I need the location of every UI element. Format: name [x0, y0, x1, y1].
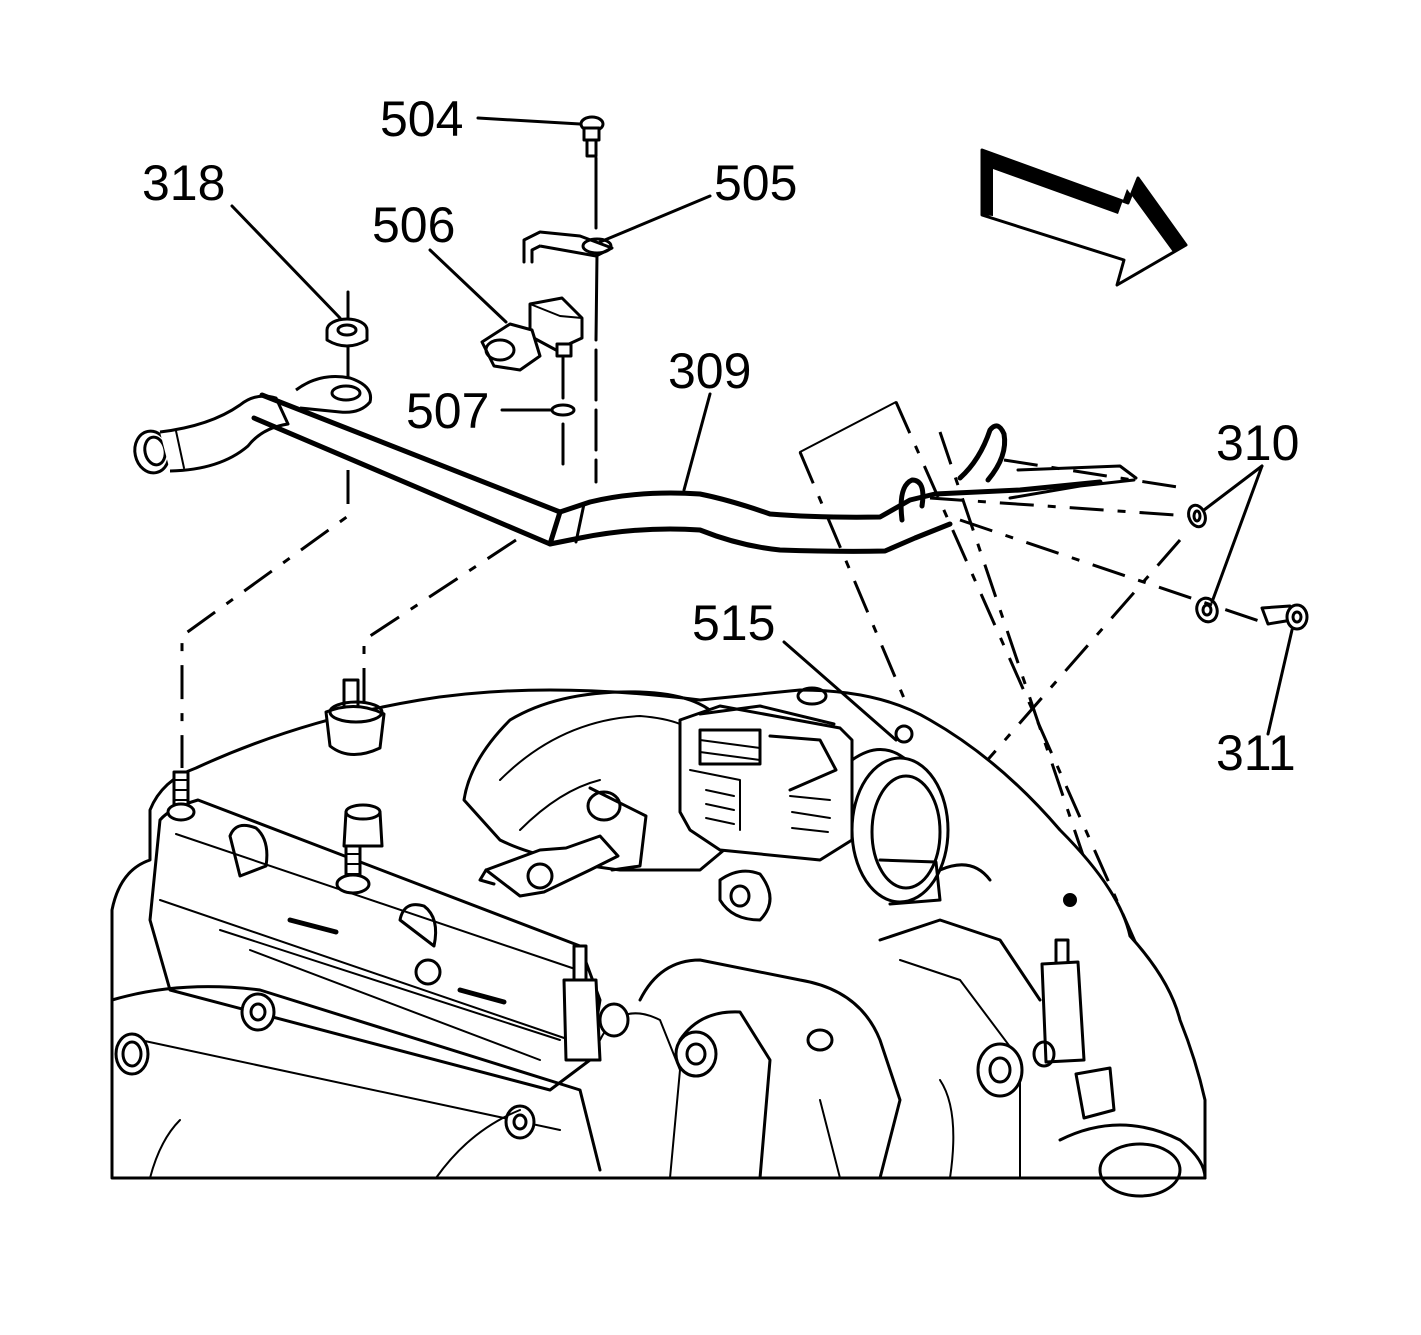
leader-311 [1266, 628, 1294, 736]
oring-507 [550, 356, 576, 466]
callout-515: 515 [692, 595, 775, 651]
spacer-center [342, 803, 384, 848]
bolt-311-icon [1260, 603, 1309, 631]
leader-310a [1202, 464, 1264, 512]
callout-311: 311 [1216, 725, 1296, 781]
throttle-body-515 [678, 686, 950, 922]
stud-right [1040, 938, 1086, 1064]
stud-mid [562, 944, 602, 1062]
leader-318 [230, 204, 342, 320]
leader-lines [230, 116, 1294, 742]
leader-506 [428, 248, 508, 324]
leader-505 [598, 194, 712, 244]
leader-309 [682, 392, 712, 492]
washer-310a-icon [1187, 503, 1207, 529]
bracket-505 [522, 230, 614, 484]
callout-310: 310 [1216, 415, 1299, 471]
washer-310b-icon [1195, 596, 1219, 624]
stud-rear [324, 678, 386, 756]
stud-front-left [166, 770, 196, 822]
leader-310b [1210, 464, 1264, 604]
coolant-pipe-309 [133, 375, 1138, 554]
callout-309: 309 [668, 343, 751, 399]
sensor-506-icon [480, 296, 584, 372]
front-arrow-icon [980, 148, 1188, 287]
engine-assembly [110, 678, 1207, 1198]
leader-504 [476, 116, 582, 126]
leader-515 [782, 640, 898, 742]
bolt-504-icon [579, 115, 605, 230]
callout-504: 504 [380, 91, 463, 147]
callout-labels: 504 318 506 505 309 507 310 515 311 [142, 91, 1299, 781]
nut-318-icon [325, 290, 369, 382]
callout-507: 507 [406, 383, 489, 439]
callout-318: 318 [142, 155, 225, 211]
stud-center [335, 844, 371, 895]
callout-505: 505 [714, 155, 797, 211]
callout-506: 506 [372, 197, 455, 253]
